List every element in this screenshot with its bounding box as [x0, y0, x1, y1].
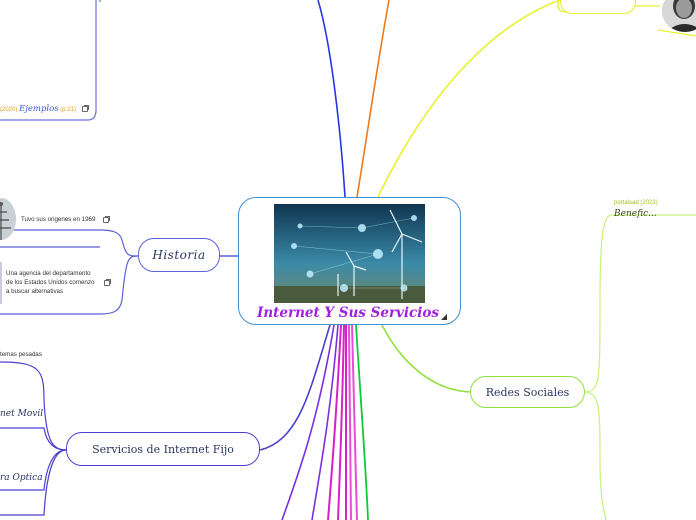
ejemplos-page: (p.21)	[60, 107, 76, 113]
windmill-image	[274, 204, 425, 303]
central-title: Internet Y Sus Servicios	[257, 305, 439, 321]
external-link-icon[interactable]	[82, 105, 89, 112]
fibra-optica-leaf[interactable]: ra Optica	[0, 473, 43, 483]
internet-movil-leaf[interactable]: net Movil	[0, 409, 44, 419]
branch-servicios-fijo[interactable]: Servicios de Internet Fijo	[66, 432, 260, 466]
top-right-node[interactable]	[560, 0, 636, 14]
sistemas-leaf: temas pesadas	[0, 351, 42, 358]
historia-leaf-1: Tuvo sus origenes en 1969	[21, 216, 96, 223]
beneficios-label: Benefic...	[614, 208, 657, 219]
branch-historia-label: Historia	[152, 248, 206, 262]
ejemplos-label: Ejemplos	[19, 104, 59, 114]
branch-redes-sociales[interactable]: Redes Sociales	[470, 376, 585, 408]
branch-redes-label: Redes Sociales	[485, 385, 570, 399]
collapse-triangle-icon[interactable]	[441, 314, 447, 320]
historia-leaf-2: Una agencia del departamento de los Esta…	[6, 270, 95, 295]
antenna-photo	[0, 198, 16, 240]
beneficios-ref: portalsad (2023)	[614, 200, 658, 206]
external-link-icon[interactable]	[103, 216, 110, 223]
ejemplos-ref: (2020)	[0, 107, 18, 113]
central-topic[interactable]	[238, 197, 461, 325]
beneficios-leaf[interactable]: portalsad (2023) Benefic...	[614, 199, 696, 221]
external-link-icon[interactable]	[104, 279, 111, 286]
branch-historia[interactable]: Historia	[138, 238, 220, 272]
leaf-divider-left	[0, 262, 2, 304]
branch-servicios-fijo-label: Servicios de Internet Fijo	[92, 442, 234, 456]
ejemplos-leaf[interactable]: (2020) Ejemplos (p.21)	[0, 103, 76, 115]
